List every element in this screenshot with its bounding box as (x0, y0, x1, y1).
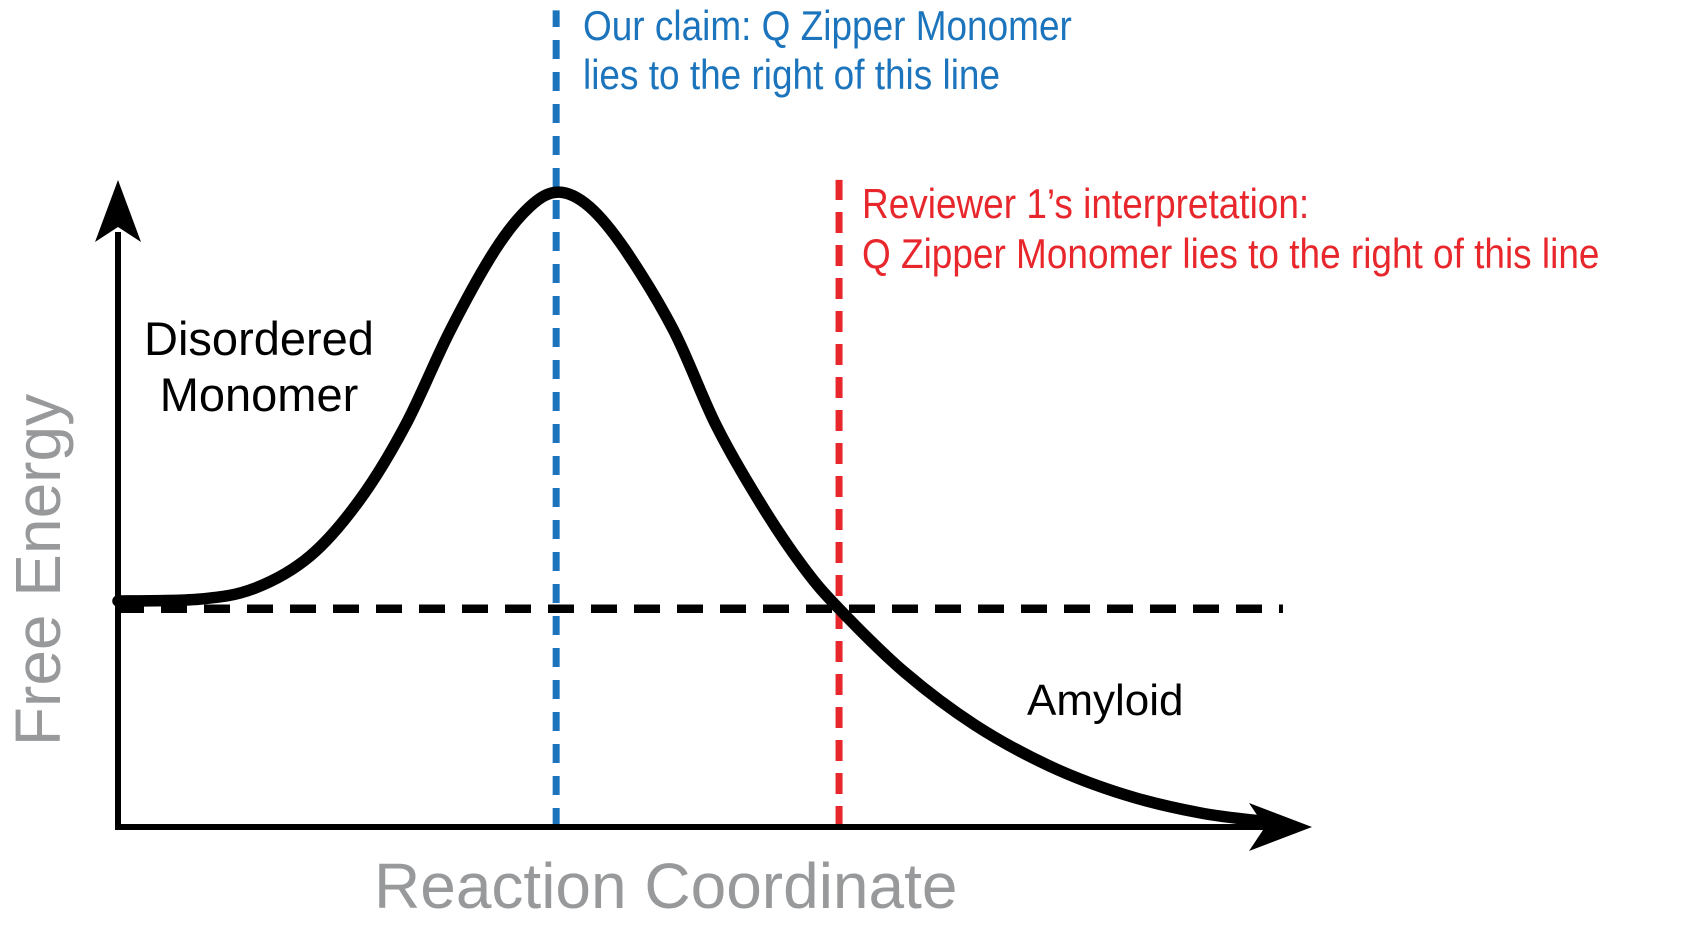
disordered-monomer-label-line2: Monomer (159, 368, 359, 421)
our-claim-annotation-line1: Our claim: Q Zipper Monomer (583, 2, 1072, 49)
reviewer-annotation: Reviewer 1’s interpretation: Q Zipper Mo… (862, 179, 1599, 279)
x-axis-arrowhead (1249, 803, 1312, 851)
amyloid-label: Amyloid (1027, 676, 1184, 725)
our-claim-annotation: Our claim: Q Zipper Monomer lies to the … (583, 1, 1072, 99)
y-axis (95, 180, 141, 829)
disordered-monomer-label-line1: Disordered (144, 312, 374, 365)
y-axis-label: Free Energy (2, 393, 74, 747)
reviewer-annotation-line1: Reviewer 1’s interpretation: (862, 180, 1310, 227)
x-axis-label: Reaction Coordinate (374, 850, 958, 922)
free-energy-curve (112, 186, 1274, 828)
disordered-monomer-label: Disordered Monomer (109, 311, 409, 423)
x-axis (115, 803, 1312, 851)
reviewer-annotation-line2: Q Zipper Monomer lies to the right of th… (862, 230, 1600, 277)
our-claim-annotation-line2: lies to the right of this line (583, 51, 1001, 98)
y-axis-arrowhead (95, 180, 141, 242)
